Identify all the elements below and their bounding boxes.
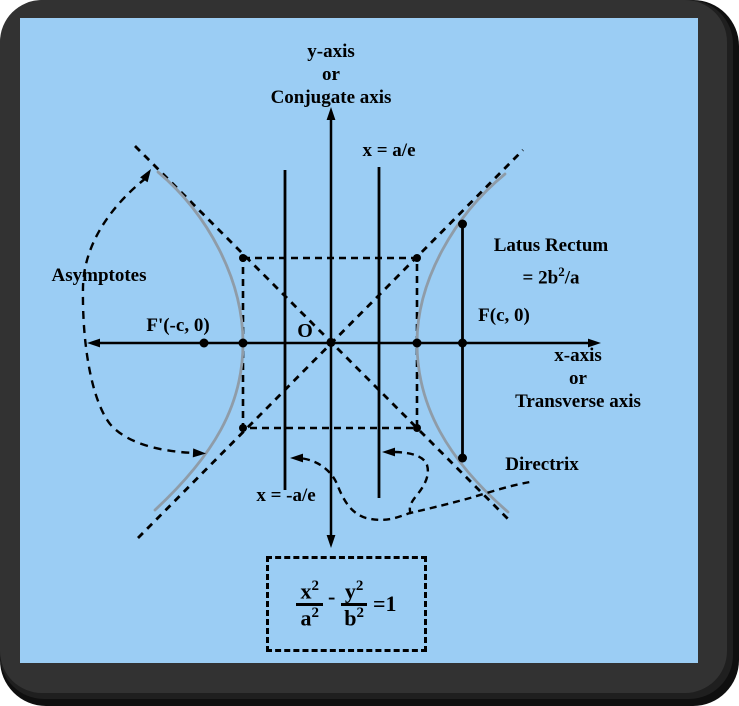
- fraction-y2-denominator: b2: [344, 604, 365, 630]
- x-axis-title-line2: or: [569, 368, 587, 389]
- latus-bottom-dot: [458, 453, 467, 463]
- y-axis-title-line1: y-axis: [307, 41, 355, 62]
- diagram-panel: [20, 18, 698, 663]
- latus-rectum-label-line2: = 2b2/a: [522, 264, 580, 289]
- x-axis-title-line3: Transverse axis: [515, 391, 641, 412]
- focus-left-dot: [199, 338, 209, 348]
- rect-corner-se-dot: [413, 424, 421, 432]
- focus-left-label: F'(-c, 0): [146, 315, 210, 336]
- y-axis-up-arrow-icon: [326, 107, 336, 120]
- asymptote-nw-se: [134, 145, 511, 522]
- x-axis-title: x-axis or Transverse axis: [515, 344, 641, 413]
- asymptotes-arc-bottom-arrow-icon: [192, 448, 206, 458]
- x-axis-title-line1: x-axis: [554, 345, 602, 366]
- asymptotes-label: Asymptotes: [51, 265, 147, 286]
- equation-equals-one: =1: [373, 591, 397, 616]
- directrix-pointer-right-curve: [394, 450, 430, 515]
- directrix-right-arrow-icon: [382, 447, 395, 457]
- latus-top-dot: [458, 219, 467, 229]
- focus-right-label: F(c, 0): [478, 305, 530, 326]
- directrix-label: Directrix: [505, 454, 579, 475]
- fraction-x2-denominator: a2: [300, 604, 319, 630]
- y-axis-title-line3: Conjugate axis: [270, 87, 392, 108]
- directrix-left-arrow-icon: [290, 453, 303, 463]
- asymptotes-pointer-arc: [81, 177, 197, 455]
- origin-dot: [326, 338, 336, 347]
- y-axis-title: y-axis or Conjugate axis: [271, 40, 392, 109]
- x-axis-right-arrow-icon: [588, 338, 601, 348]
- fraction-x2-a2: x2 a2: [296, 578, 323, 630]
- directrix-neg-label: x = -a/e: [256, 485, 316, 506]
- vertex-left-dot: [238, 338, 248, 348]
- equation-minus-sign: -: [327, 584, 336, 609]
- equation-box: x2 a2 - y2 b2 =1: [266, 556, 427, 652]
- asymptotes-arc-top-arrow-icon: [140, 169, 151, 183]
- x-axis-left-arrow-icon: [87, 338, 100, 348]
- hyperbola-left-branch: [153, 170, 245, 512]
- vertex-right-dot: [412, 338, 422, 348]
- fraction-y2-b2: y2 b2: [340, 578, 368, 630]
- latus-rectum-label: Latus Rectum = 2b2/a: [494, 233, 609, 291]
- directrix-pos-label: x = a/e: [362, 140, 416, 161]
- latus-rectum-label-line1: Latus Rectum: [493, 235, 609, 256]
- y-axis-down-arrow-icon: [326, 535, 336, 548]
- rect-corner-sw-dot: [239, 424, 247, 432]
- rect-corner-nw-dot: [239, 254, 247, 262]
- fraction-x2-numerator: x2: [296, 578, 323, 606]
- focus-right-dot: [458, 338, 467, 348]
- fraction-y2-numerator: y2: [340, 578, 368, 606]
- rect-corner-ne-dot: [413, 254, 421, 262]
- y-axis-title-line2: or: [322, 64, 340, 85]
- origin-label: O: [297, 320, 313, 342]
- directrix-pointer-left-curve: [302, 457, 531, 522]
